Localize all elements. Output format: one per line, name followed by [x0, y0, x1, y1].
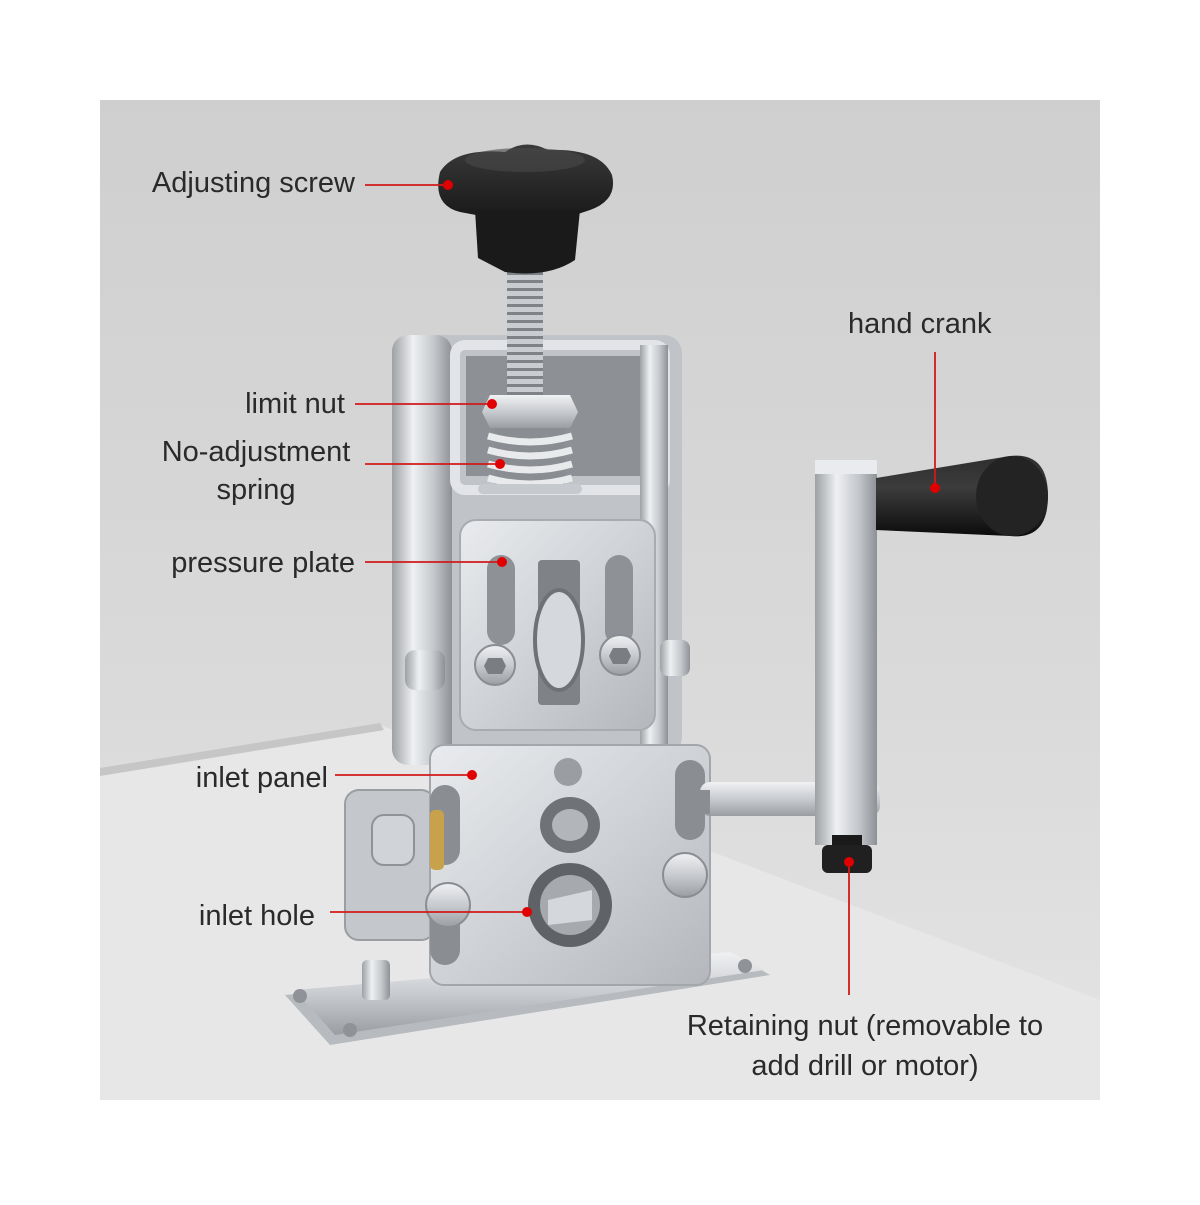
label-limit-nut: limit nut: [245, 388, 345, 420]
leader-lines: [330, 184, 936, 995]
side-bolt-left: [405, 650, 445, 690]
label-retaining-nut-line1: Retaining nut (removable to: [686, 1010, 1044, 1042]
label-hand-crank: hand crank: [848, 308, 992, 340]
marker-inlet-panel: [467, 770, 477, 780]
label-retaining-nut-line2: add drill or motor): [751, 1050, 979, 1082]
inlet-panel: [344, 744, 711, 986]
marker-retaining-nut: [844, 857, 854, 867]
screw-shaft: [507, 258, 543, 408]
marker-limit-nut: [487, 399, 497, 409]
label-inlet-hole: inlet hole: [198, 900, 315, 932]
label-pressure-plate: pressure plate: [171, 547, 355, 579]
crank-handle: [876, 455, 1048, 537]
crank-arm: [815, 460, 877, 873]
label-adjusting-screw: Adjusting screw: [151, 167, 355, 199]
inlet-hole: [528, 863, 612, 947]
table-edge: [100, 723, 384, 776]
marker-inlet-hole: [522, 907, 532, 917]
side-bolt-right: [660, 640, 690, 676]
adjusting-knob: [438, 144, 614, 274]
pressure-plate: [459, 519, 656, 731]
label-inlet-panel: inlet panel: [195, 762, 328, 794]
spring: [478, 428, 582, 494]
marker-hand-crank: [930, 483, 940, 493]
label-spring-line1: No-adjustment: [161, 436, 351, 468]
label-spring-line2: spring: [216, 474, 296, 506]
marker-dots: [443, 180, 940, 917]
marker-adjusting-screw: [443, 180, 453, 190]
marker-spring: [495, 459, 505, 469]
limit-nut: [482, 395, 578, 428]
marker-pressure-plate: [497, 557, 507, 567]
